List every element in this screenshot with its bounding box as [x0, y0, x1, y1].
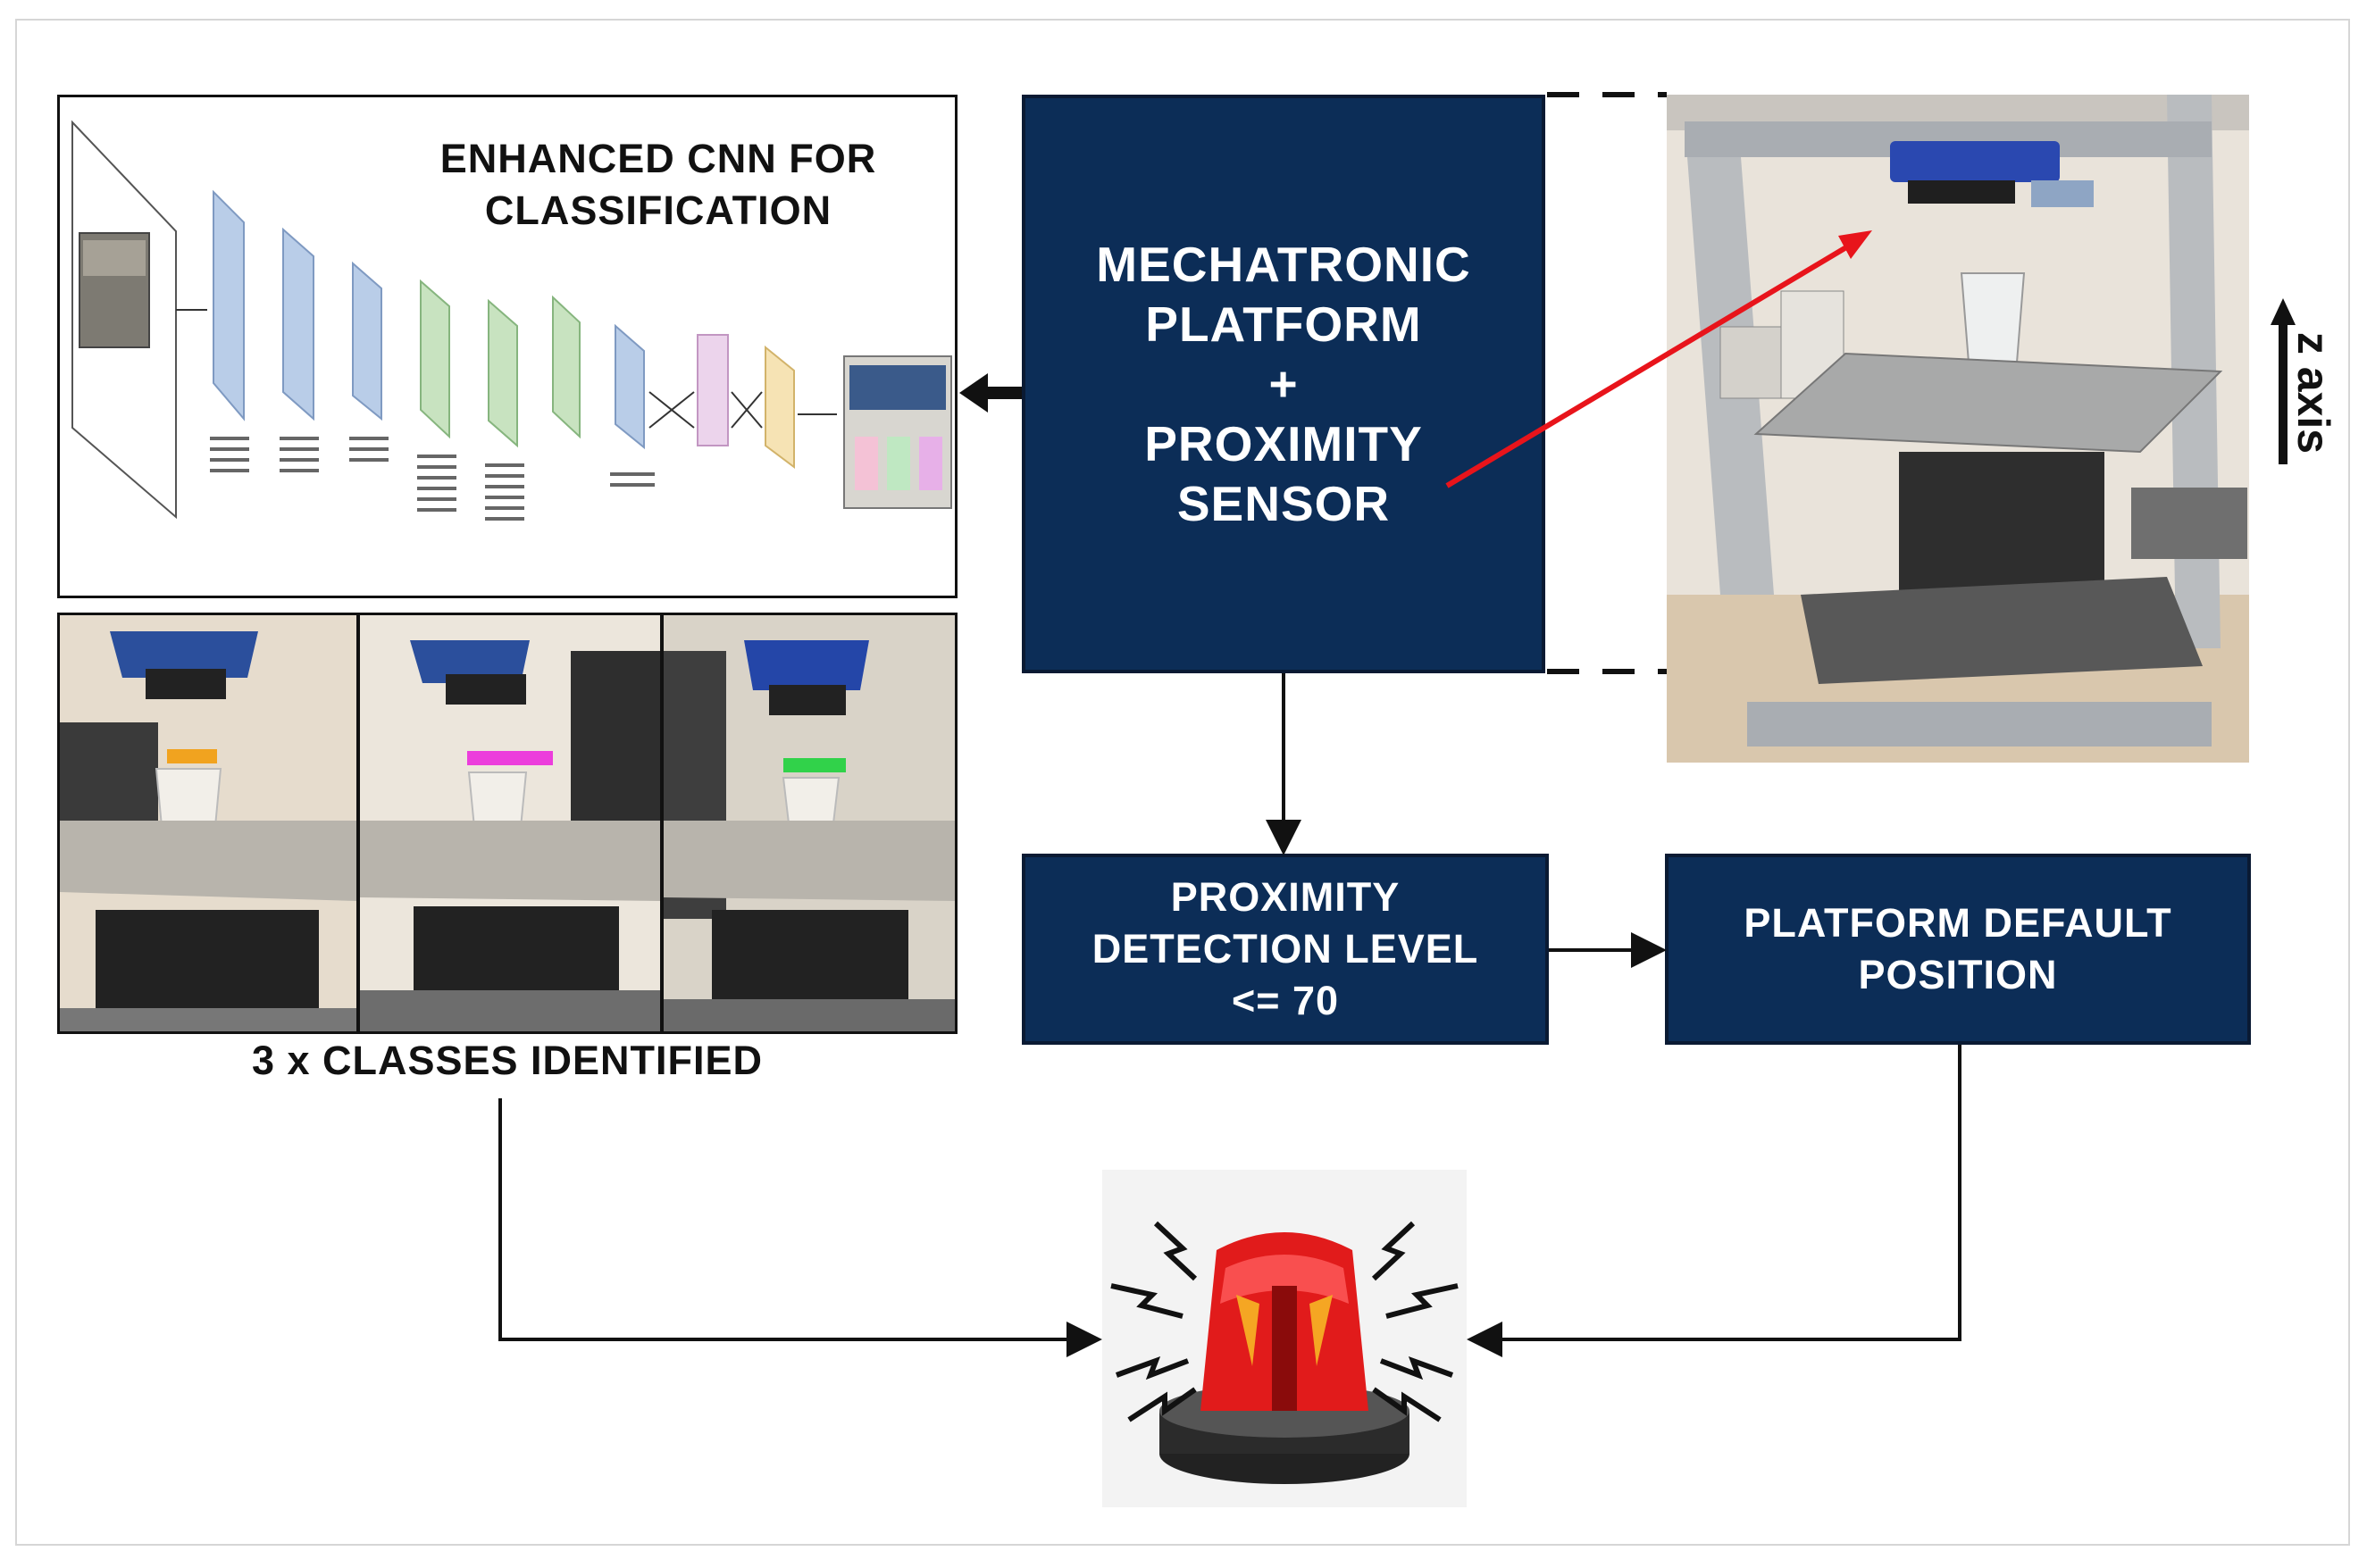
proximity-detection-box: PROXIMITY DETECTION LEVEL <= 70 — [1022, 854, 1549, 1045]
platform-default-position-box: PLATFORM DEFAULT POSITION — [1665, 854, 2251, 1045]
conv-layer-5 — [488, 298, 518, 448]
conv-layer-2 — [282, 227, 314, 421]
figure-frame — [15, 19, 2350, 1546]
detection-photo-3 — [664, 615, 955, 1031]
mechatronic-rig-photo — [1667, 95, 2249, 763]
conv-layer-4 — [420, 279, 450, 439]
cnn-architecture-panel: ENHANCED CNN FOR CLASSIFICATION — [57, 95, 958, 598]
cnn-title: ENHANCED CNN FOR CLASSIFICATION — [439, 136, 877, 233]
conv-layer-1 — [213, 189, 245, 421]
class-detection-photos — [57, 613, 958, 1034]
detection-photo-1 — [60, 615, 356, 1031]
conv-layer-3 — [352, 261, 382, 421]
detection-photo-2 — [360, 615, 660, 1031]
fc-layer-2 — [765, 345, 795, 469]
conv-layer-6 — [552, 295, 581, 439]
z-axis-arrow — [2271, 298, 2296, 464]
cnn-architecture-drawing — [71, 120, 952, 521]
conv-layer-7 — [615, 323, 645, 450]
siren-icon — [1102, 1170, 1467, 1507]
classes-identified-label: 3 x CLASSES IDENTIFIED — [251, 1038, 764, 1083]
z-axis-label: z axis — [2288, 331, 2338, 455]
fc-layer-1 — [697, 334, 729, 446]
mechatronic-platform-box: MECHATRONIC PLATFORM + PROXIMITY SENSOR — [1022, 95, 1545, 673]
